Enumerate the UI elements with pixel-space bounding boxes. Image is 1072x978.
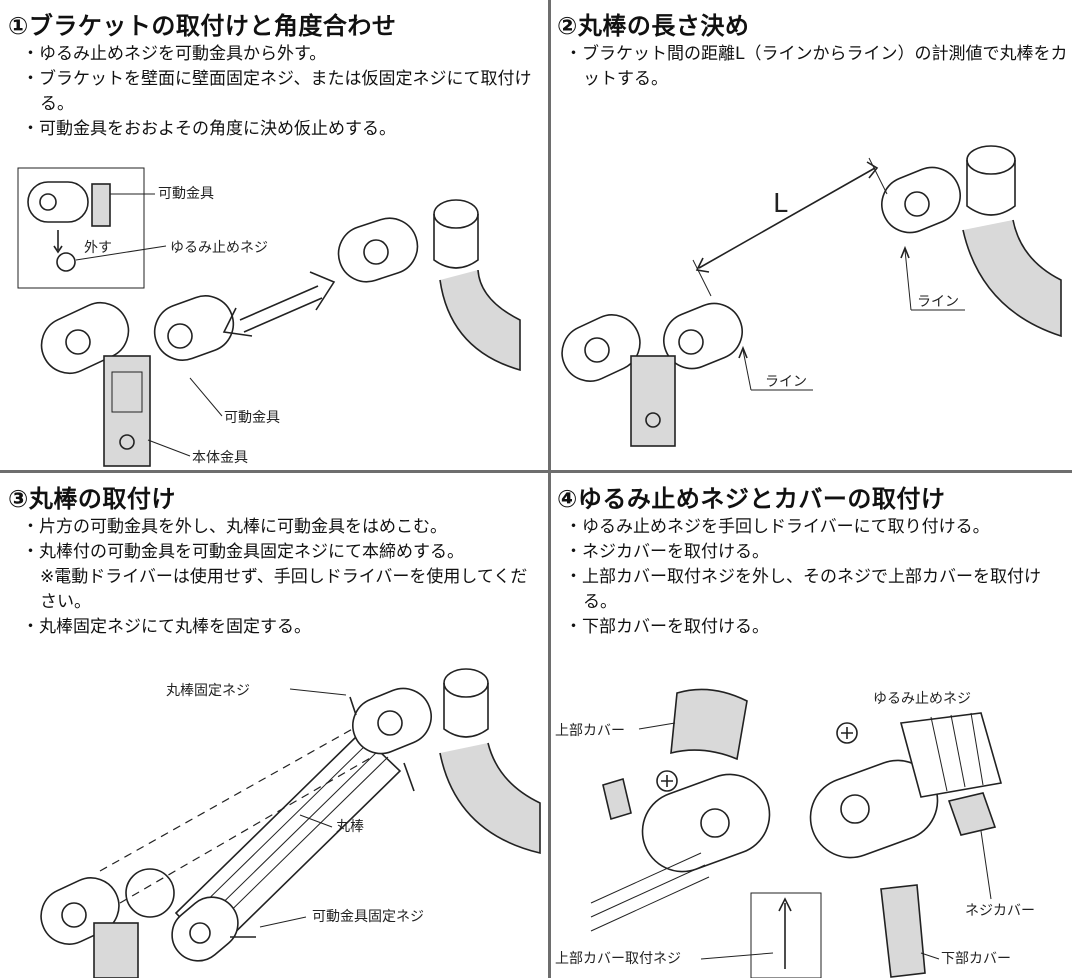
label-fitting-fix-screw: 可動金具固定ネジ — [312, 909, 424, 925]
step-4-bullet-4: 下部カバーを取付ける。 — [573, 615, 1068, 640]
step-1-bullets: ゆるみ止めネジを可動金具から外す。 ブラケットを壁面に壁面固定ネジ、または仮固定… — [30, 42, 540, 142]
inset-fitting — [27, 181, 89, 223]
step-1-bullet-2: ブラケットを壁面に壁面固定ネジ、または仮固定ネジにて取付ける。 — [30, 67, 540, 117]
inset-frame — [17, 167, 145, 289]
step-3-title: ③丸棒の取付け — [8, 485, 176, 513]
label-line-right: ライン — [917, 294, 959, 310]
label-screw-cover: ネジカバー — [965, 903, 1035, 919]
step-2-bullet-1: ブラケット間の距離L（ラインからライン）の計測値で丸棒をカットする。 — [573, 42, 1068, 92]
step-3-bullet-3: 丸棒固定ネジにて丸棒を固定する。 — [30, 615, 540, 640]
step-3-illustration: 丸棒固定ネジ 丸棒 可動金具固定ネジ — [40, 668, 541, 978]
step-1-panel: ①ブラケットの取付けと角度合わせ ゆるみ止めネジを可動金具から外す。 ブラケット… — [0, 0, 548, 470]
step-2-title: ②丸棒の長さ決め — [557, 12, 750, 40]
step-4-bullets: ゆるみ止めネジを手回しドライバーにて取り付ける。 ネジカバーを取付ける。 上部カ… — [573, 515, 1068, 640]
step-4-panel: ④ゆるみ止めネジとカバーの取付け ゆるみ止めネジを手回しドライバーにて取り付ける… — [551, 473, 1072, 978]
step-2-panel: ②丸棒の長さ決め ブラケット間の距離L（ラインからライン）の計測値で丸棒をカット… — [551, 0, 1072, 470]
step-4-bullet-1: ゆるみ止めネジを手回しドライバーにて取り付ける。 — [573, 515, 1068, 540]
label-remove: 外す — [84, 240, 112, 256]
label-upper-cover: 上部カバー — [555, 723, 625, 739]
step-4-title: ④ゆるみ止めネジとカバーの取付け — [557, 485, 946, 513]
upper-cover-shape — [670, 688, 748, 761]
vertical-divider — [548, 0, 551, 978]
step-2-bullets: ブラケット間の距離L（ラインからライン）の計測値で丸棒をカットする。 — [573, 42, 1068, 92]
label-lock-screw: ゆるみ止めネジ — [170, 240, 268, 256]
step-3-note: ※電動ドライバーは使用せず、手回しドライバーを使用してください。 — [40, 567, 528, 612]
step-3-bullet-1: 片方の可動金具を外し、丸棒に可動金具をはめこむ。 — [30, 515, 540, 540]
label-movable-fitting-top: 可動金具 — [158, 186, 214, 202]
label-bar: 丸棒 — [336, 819, 364, 835]
step-3-bullet-2: 丸棒付の可動金具を可動金具固定ネジにて本締めする。 — [30, 540, 540, 565]
screw-icon — [56, 252, 76, 272]
step-1-bullet-3: 可動金具をおおよその角度に決め仮止めする。 — [30, 117, 540, 142]
step-4-bullet-2: ネジカバーを取付ける。 — [573, 540, 1068, 565]
label-main-fitting: 本体金具 — [192, 450, 248, 466]
label-lower-cover: 下部カバー — [941, 951, 1011, 967]
label-line-left: ライン — [765, 374, 807, 390]
label-upper-cover-screw: 上部カバー取付ネジ — [555, 951, 681, 967]
step-4-illustration: ゆるみ止めネジ 上部カバー — [555, 688, 1035, 978]
label-length-l: L — [773, 189, 788, 219]
step-1-title: ①ブラケットの取付けと角度合わせ — [8, 12, 397, 40]
step-3-panel: ③丸棒の取付け 片方の可動金具を外し、丸棒に可動金具をはめこむ。 丸棒付の可動金… — [0, 473, 548, 978]
screw-cover-shape — [947, 792, 997, 836]
horizontal-divider — [0, 470, 1072, 473]
step-1-illustration: 可動金具 外す ゆるみ止めネジ 可動金具 本体金具 — [17, 167, 521, 467]
lower-cover-shape — [880, 884, 926, 978]
step-2-illustration: L ライン ライン — [561, 145, 1062, 447]
step-1-bullet-1: ゆるみ止めネジを可動金具から外す。 — [30, 42, 540, 67]
label-movable-fitting-bottom: 可動金具 — [224, 410, 280, 426]
label-lock-screw-4: ゆるみ止めネジ — [873, 691, 971, 707]
label-bar-fix-screw: 丸棒固定ネジ — [166, 683, 250, 699]
step-4-bullet-3: 上部カバー取付ネジを外し、そのネジで上部カバーを取付ける。 — [573, 565, 1068, 615]
step-3-bullets: 片方の可動金具を外し、丸棒に可動金具をはめこむ。 丸棒付の可動金具を可動金具固定… — [30, 515, 540, 640]
